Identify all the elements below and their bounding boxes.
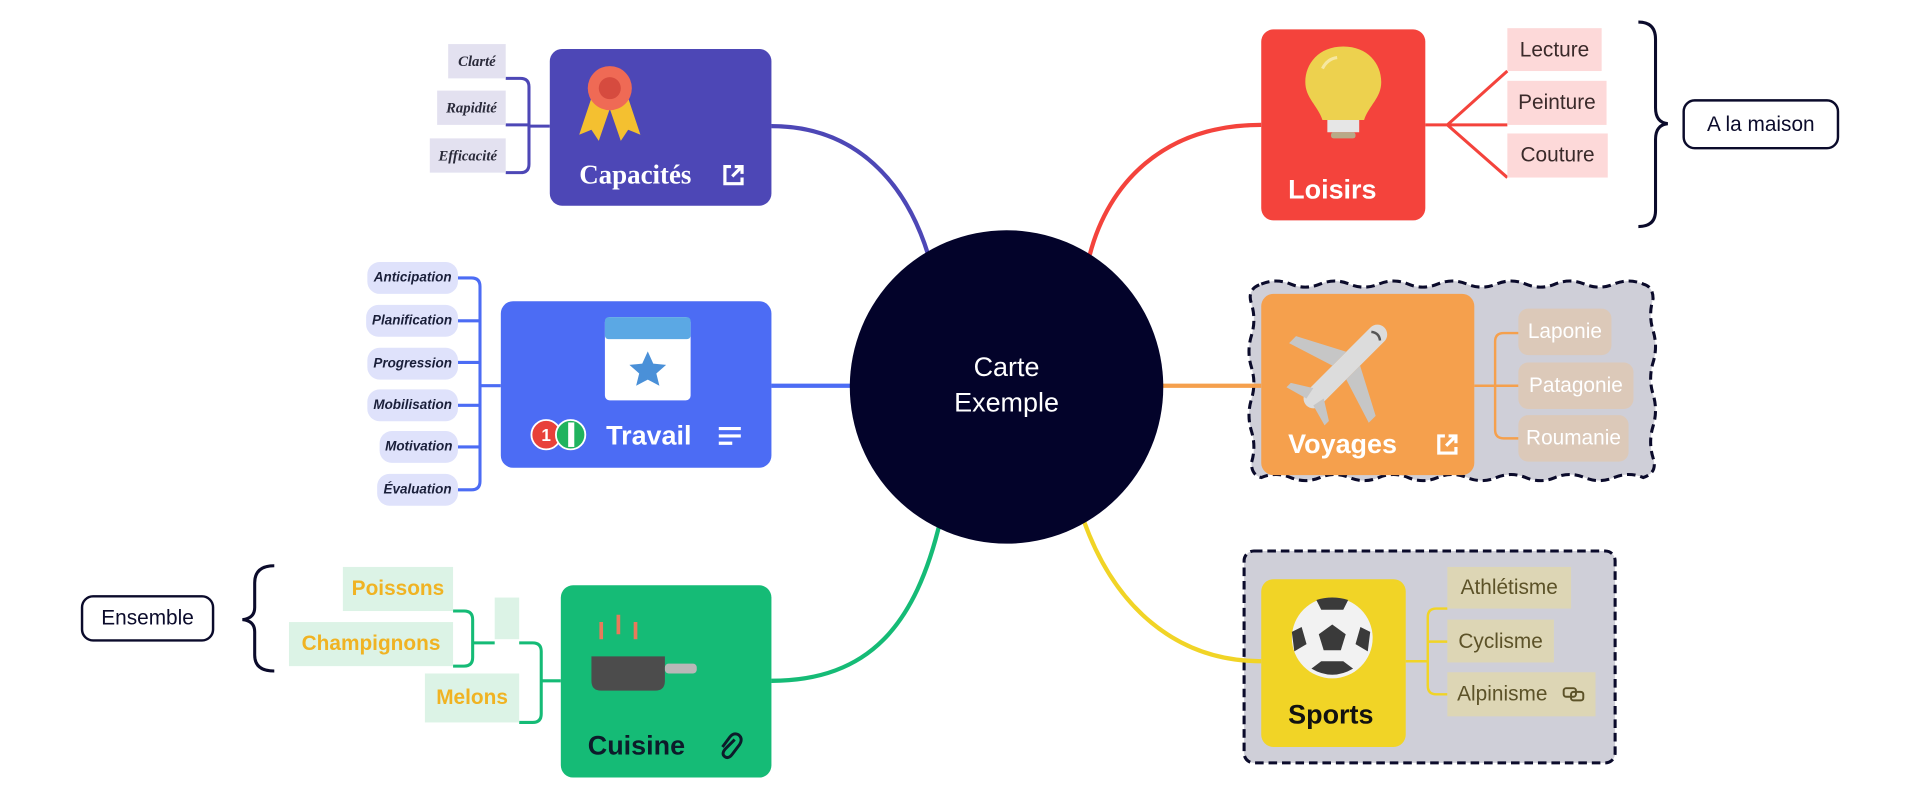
travail-node[interactable]: 1 Travail [500,301,772,468]
award-ribbon-icon [579,66,641,141]
voyages-leaf-connectors [1474,331,1519,440]
travail-title: Travail [606,420,692,451]
travail-leaf[interactable]: Évaluation [377,473,458,506]
sports-title: Sports [1288,699,1374,730]
airplane-icon [1286,324,1388,426]
voyages-node[interactable]: Voyages [1261,293,1475,476]
sports-leaf-label: Alpinisme [1457,682,1548,706]
cuisine-leaf-connectors [453,609,561,724]
loisirs-connector [1087,122,1262,256]
central-topic[interactable]: Carte Exemple [882,349,1132,420]
voyages-leaf[interactable]: Laponie [1518,308,1612,356]
attachment-icon[interactable] [718,732,743,760]
priority-number: 1 [541,425,551,445]
loisirs-brace [1638,20,1669,229]
voyages-leaf[interactable]: Patagonie [1518,362,1634,409]
loisirs-node[interactable]: Loisirs [1261,29,1426,221]
capacites-leaf[interactable]: Clarté [448,44,506,79]
sports-node[interactable]: Sports [1261,579,1406,747]
cuisine-leaf[interactable]: Poissons [342,566,454,612]
loisirs-leaf[interactable]: Lecture [1507,28,1602,72]
voyages-title: Voyages [1288,428,1397,460]
travail-leaf[interactable]: Anticipation [367,262,458,294]
cuisine-node[interactable]: Cuisine [560,585,772,778]
central-topic-line2: Exemple [954,386,1059,418]
capacites-title: Capacités [579,159,692,190]
sports-leaf[interactable]: Athlétisme [1447,566,1572,609]
sports-connector [1081,519,1262,664]
priority-icon: 1 [530,419,587,451]
travail-leaf[interactable]: Progression [367,347,458,380]
central-topic-circle [849,230,1164,544]
loisirs-summary[interactable]: A la maison [1682,99,1840,150]
capacites-connector [771,123,931,256]
capacites-leaf[interactable]: Rapidité [437,90,506,125]
travail-leaf[interactable]: Mobilisation [367,389,458,422]
loisirs-leaf-connectors [1425,69,1509,179]
external-link-icon[interactable] [721,163,745,187]
frying-pan-icon [591,614,697,691]
capacites-leaf-connectors [505,76,550,175]
external-link-icon[interactable] [1435,432,1459,456]
sports-leaf[interactable]: Cyclisme [1447,619,1554,663]
capacites-node[interactable]: Capacités [549,48,772,206]
notes-icon[interactable] [716,425,743,447]
travail-leaf[interactable]: Planification [366,304,458,337]
loisirs-title: Loisirs [1288,173,1377,205]
loisirs-leaf[interactable]: Couture [1507,133,1608,178]
cuisine-summary[interactable]: Ensemble [80,595,215,642]
soccer-ball-icon [1291,597,1373,679]
calendar-star-icon [604,317,691,401]
cuisine-connector [771,519,943,683]
sports-leaf-alpinisme[interactable]: Alpinisme [1447,672,1596,717]
sports-leaf-connectors [1405,607,1448,696]
travail-leaf[interactable]: Motivation [379,431,458,463]
lightbulb-icon [1305,46,1382,139]
travail-leaf-connectors [457,276,501,492]
voyages-leaf[interactable]: Roumanie [1518,415,1629,462]
cuisine-title: Cuisine [587,729,686,761]
cuisine-brace [242,564,275,673]
cuisine-leaf[interactable]: Champignons [288,622,454,667]
central-topic-line1: Carte [973,351,1040,383]
loisirs-leaf[interactable]: Peinture [1507,80,1607,125]
cuisine-leaf[interactable]: Melons [424,673,520,723]
cuisine-empty-subtopic[interactable] [494,597,520,640]
capacites-leaf[interactable]: Efficacité [429,138,506,173]
link-icon[interactable] [1562,686,1584,703]
